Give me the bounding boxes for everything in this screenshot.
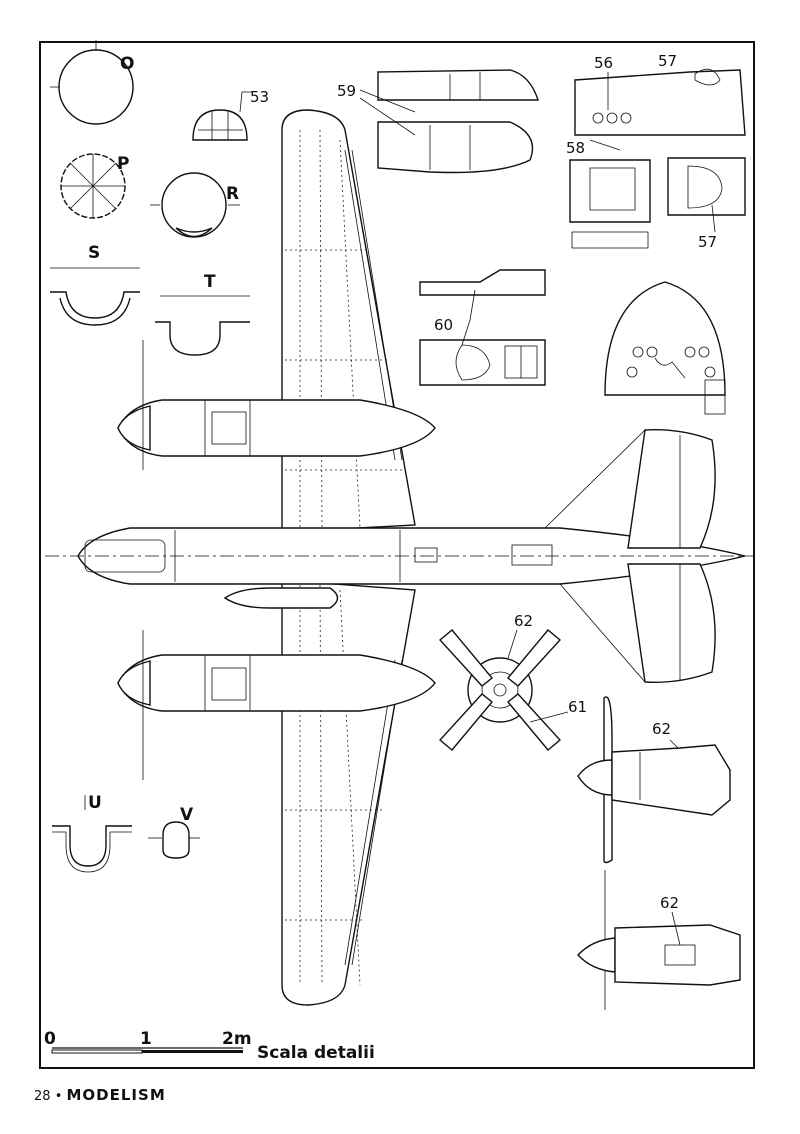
callout-61: 61 bbox=[568, 698, 587, 716]
callout-57-bottom: 57 bbox=[698, 233, 717, 251]
magazine-logo: MODELISM bbox=[66, 1086, 166, 1104]
section-o: O bbox=[50, 40, 134, 125]
detail-propeller-front: 62 61 bbox=[438, 612, 587, 751]
label-o: O bbox=[120, 54, 134, 74]
callout-62-side: 62 bbox=[652, 720, 671, 738]
callout-59: 59 bbox=[337, 82, 356, 100]
label-u: U bbox=[88, 793, 102, 813]
scale-bar: 0 1 2m Scala detalii bbox=[44, 1029, 375, 1063]
detail-engine-top: 62 bbox=[577, 894, 741, 986]
section-p: P bbox=[60, 153, 129, 219]
drawing-frame bbox=[39, 41, 755, 1069]
page-footer: 28 • MODELISM bbox=[34, 1086, 166, 1104]
callout-62-prop: 62 bbox=[514, 612, 533, 630]
label-v: V bbox=[180, 805, 194, 825]
scale-tick-1: 1 bbox=[140, 1029, 152, 1049]
label-r: R bbox=[226, 184, 239, 204]
lower-engine-nacelle bbox=[117, 654, 436, 712]
upper-engine-nacelle bbox=[117, 399, 436, 457]
aircraft-plan-view bbox=[45, 109, 755, 1006]
detail-engine-side: 62 bbox=[577, 696, 731, 1010]
scale-caption: Scala detalii bbox=[257, 1043, 375, 1063]
detail-59-canopy: 59 bbox=[337, 69, 539, 174]
callout-56: 56 bbox=[594, 54, 613, 72]
label-s: S bbox=[88, 243, 100, 263]
scale-tick-2m: 2m bbox=[222, 1029, 252, 1049]
detail-instrument-panel bbox=[604, 281, 726, 415]
section-u: U bbox=[52, 793, 132, 873]
section-v: V bbox=[148, 805, 200, 859]
section-s: S bbox=[50, 243, 140, 326]
callout-53: 53 bbox=[250, 88, 269, 106]
section-53: 53 bbox=[192, 88, 269, 141]
drop-tank bbox=[223, 587, 339, 609]
callout-57-top: 57 bbox=[658, 52, 677, 70]
label-t: T bbox=[204, 272, 216, 292]
horizontal-tail bbox=[627, 429, 716, 549]
callout-60: 60 bbox=[434, 316, 453, 334]
section-t: T bbox=[155, 272, 250, 356]
label-p: P bbox=[117, 154, 129, 174]
detail-60-canopy: 60 bbox=[419, 269, 546, 386]
callout-62-top: 62 bbox=[660, 894, 679, 912]
page-number: 28 bbox=[34, 1089, 51, 1104]
section-r: R bbox=[150, 172, 240, 238]
footer-bullet: • bbox=[54, 1089, 63, 1104]
scale-tick-0: 0 bbox=[44, 1029, 56, 1049]
detail-56-57-58: 56 57 58 57 bbox=[566, 52, 746, 251]
callout-58: 58 bbox=[566, 139, 585, 157]
